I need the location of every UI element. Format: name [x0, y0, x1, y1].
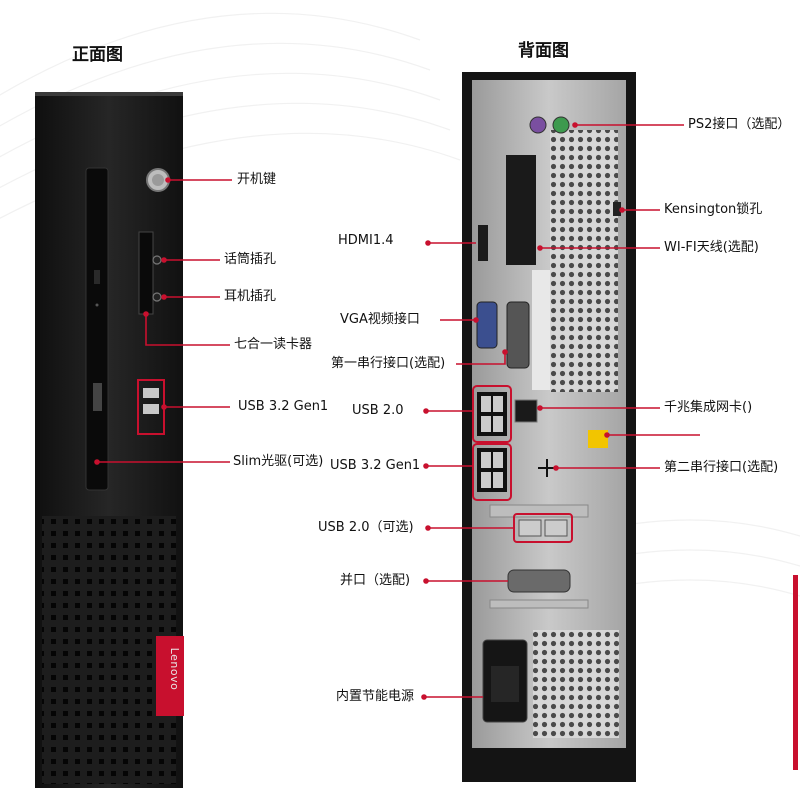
label-mic-jack: 话筒插孔 — [224, 252, 277, 267]
headphone-jack-shape — [152, 292, 162, 302]
ps2-mouse-shape — [552, 116, 570, 134]
vga-port-shape — [476, 301, 498, 349]
label-optical-drive: Slim光驱(可选) — [233, 454, 324, 469]
psu-fan-mesh — [533, 630, 619, 738]
label-kensington: Kensington锁孔 — [664, 202, 763, 217]
label-wifi: WI-FI天线(选配) — [664, 240, 759, 255]
front-view-title: 正面图 — [72, 45, 123, 65]
rear-fan-mesh — [550, 130, 618, 392]
label-serial-2: 第二串行接口(选配) — [664, 460, 779, 475]
hdmi-port-shape — [478, 225, 488, 261]
label-front-usb32: USB 3.2 Gen1 — [238, 399, 329, 414]
label-ps2: PS2接口（选配） — [688, 117, 791, 132]
ps2-keyboard-shape — [529, 116, 547, 134]
label-parallel: 并口（选配) — [340, 573, 411, 588]
card-reader-slot — [138, 231, 154, 315]
back-view-title: 背面图 — [518, 41, 569, 61]
parallel-port-shape — [507, 569, 571, 593]
lan-port-shape — [514, 399, 538, 423]
label-rear-usb20-optional: USB 2.0（可选) — [318, 520, 414, 535]
label-card-reader: 七合一读卡器 — [234, 337, 313, 352]
label-rear-usb20: USB 2.0 — [352, 403, 404, 418]
mic-jack-shape — [152, 255, 162, 265]
rear-usb20-highlight — [472, 385, 512, 443]
optical-drive — [85, 167, 109, 491]
label-hdmi: HDMI1.4 — [338, 233, 394, 248]
accent-bar — [793, 575, 798, 770]
lenovo-logo-text: Lenovo — [168, 647, 181, 691]
label-headphone-jack: 耳机插孔 — [224, 289, 277, 304]
serial-port-1-shape — [506, 301, 530, 369]
label-vga: VGA视频接口 — [340, 312, 420, 327]
label-lan: 千兆集成网卡() — [664, 400, 753, 415]
wifi-antenna-block — [506, 155, 536, 265]
label-psu: 内置节能电源 — [336, 689, 415, 704]
label-power-button: 开机键 — [237, 172, 277, 187]
front-ventilation-grill — [42, 516, 176, 784]
lenovo-logo-tag — [156, 636, 184, 716]
rear-usb32-highlight — [472, 443, 512, 501]
label-rear-usb32: USB 3.2 Gen1 — [330, 458, 421, 473]
label-serial-1: 第一串行接口(选配) — [331, 356, 446, 371]
